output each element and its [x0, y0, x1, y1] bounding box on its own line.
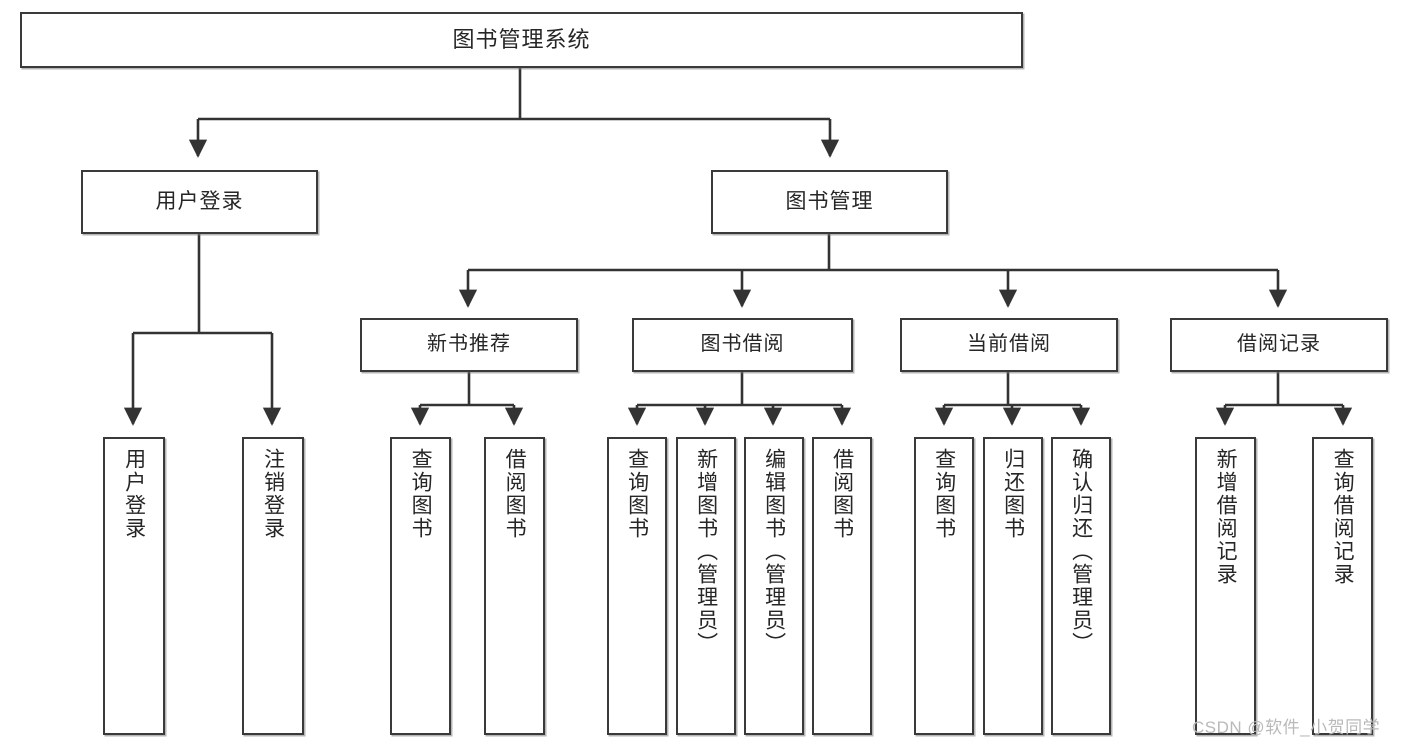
leaf-current-return-book[interactable]: 归还图书: [983, 437, 1043, 735]
leaf-borrow-borrow-book[interactable]: 借阅图书: [812, 437, 872, 735]
leaf-current-confirm-return-admin-label: 确认归还（管理员）: [1069, 448, 1093, 655]
leaf-record-query-record[interactable]: 查询借阅记录: [1312, 437, 1373, 735]
node-borrow-record-label: 借阅记录: [1237, 333, 1321, 356]
leaf-borrow-add-book-admin-label: 新增图书（管理员）: [694, 448, 718, 655]
node-new-book-recommend[interactable]: 新书推荐: [360, 318, 578, 372]
leaf-record-add-record[interactable]: 新增借阅记录: [1195, 437, 1256, 735]
node-book-management[interactable]: 图书管理: [711, 170, 948, 234]
leaf-recommend-borrow-book[interactable]: 借阅图书: [484, 437, 545, 735]
leaf-borrow-add-book-admin[interactable]: 新增图书（管理员）: [676, 437, 736, 735]
leaf-borrow-edit-book-admin-label: 编辑图书（管理员）: [762, 448, 786, 655]
leaf-user-login-signin[interactable]: 用户登录: [103, 437, 165, 735]
leaf-record-add-record-label: 新增借阅记录: [1214, 448, 1238, 586]
node-current-borrow[interactable]: 当前借阅: [900, 318, 1118, 372]
node-user-login-label: 用户登录: [155, 189, 244, 213]
node-borrow-record[interactable]: 借阅记录: [1170, 318, 1388, 372]
leaf-user-login-signout-label: 注销登录: [261, 448, 285, 540]
node-book-borrow[interactable]: 图书借阅: [632, 318, 853, 372]
leaf-user-login-signin-label: 用户登录: [122, 448, 146, 540]
node-root[interactable]: 图书管理系统: [20, 12, 1023, 68]
node-book-management-label: 图书管理: [785, 189, 874, 213]
leaf-borrow-query-book-label: 查询图书: [625, 448, 649, 540]
leaf-current-query-book[interactable]: 查询图书: [914, 437, 974, 735]
leaf-recommend-query-book-label: 查询图书: [409, 448, 433, 540]
node-root-label: 图书管理系统: [452, 27, 591, 53]
leaf-current-return-book-label: 归还图书: [1001, 448, 1025, 540]
leaf-borrow-edit-book-admin[interactable]: 编辑图书（管理员）: [744, 437, 804, 735]
leaf-recommend-query-book[interactable]: 查询图书: [390, 437, 451, 735]
leaf-record-query-record-label: 查询借阅记录: [1331, 448, 1355, 586]
node-new-book-recommend-label: 新书推荐: [427, 333, 511, 356]
leaf-current-query-book-label: 查询图书: [932, 448, 956, 540]
node-book-borrow-label: 图书借阅: [700, 333, 785, 356]
leaf-recommend-borrow-book-label: 借阅图书: [503, 448, 527, 540]
leaf-current-confirm-return-admin[interactable]: 确认归还（管理员）: [1051, 437, 1111, 735]
csdn-watermark: CSDN @软件_小贺同学: [1192, 718, 1381, 737]
leaf-borrow-query-book[interactable]: 查询图书: [607, 437, 667, 735]
leaf-user-login-signout[interactable]: 注销登录: [242, 437, 304, 735]
node-user-login[interactable]: 用户登录: [81, 170, 318, 234]
node-current-borrow-label: 当前借阅: [967, 333, 1051, 356]
leaf-borrow-borrow-book-label: 借阅图书: [830, 448, 854, 540]
